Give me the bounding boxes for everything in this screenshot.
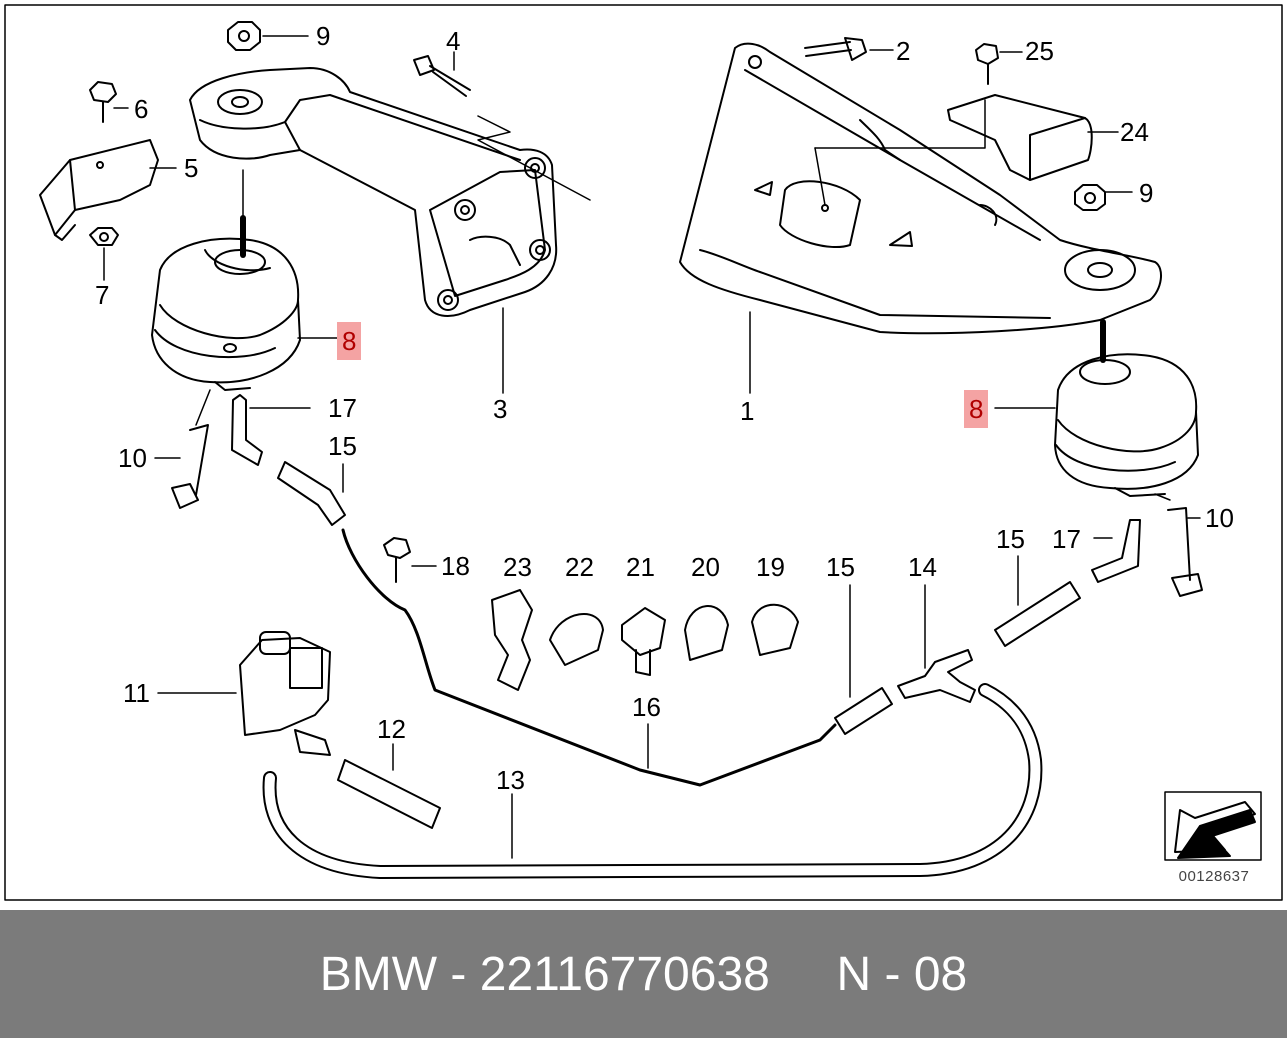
callout-3: 3 (493, 394, 508, 424)
callout-2: 2 (896, 36, 911, 66)
callout-9: 9 (316, 21, 331, 51)
callout-15: 15 (328, 431, 357, 461)
callout-10: 10 (1205, 503, 1234, 533)
callout-6: 6 (134, 94, 149, 124)
callout-17: 17 (1052, 524, 1081, 554)
diagram-id: 00128637 (1178, 868, 1250, 885)
part-8-engine-mount-right (1054, 319, 1199, 497)
leader-lines (103, 35, 1201, 859)
callout-22: 22 (565, 552, 594, 582)
callout-24: 24 (1120, 117, 1149, 147)
part-1-engine-bracket-right (679, 42, 1162, 335)
callout-18: 18 (441, 551, 470, 581)
vacuum-lines (231, 394, 1141, 879)
clip-20 (684, 605, 729, 661)
callout-4: 4 (446, 26, 461, 56)
callout-17: 17 (328, 393, 357, 423)
callout-16: 16 (632, 692, 661, 722)
callout-8-highlighted: 8 (964, 390, 989, 428)
exploded-view-drawing (4, 4, 1283, 901)
part-8-engine-mount-left (151, 215, 301, 391)
callout-21: 21 (626, 552, 655, 582)
clip-23 (491, 589, 533, 691)
part-5-bracket (39, 139, 159, 241)
part-3-engine-bracket-left (189, 67, 558, 317)
callout-9: 9 (1139, 178, 1154, 208)
part-number-text: BMW - 22116770638 N - 08 (319, 947, 968, 1001)
callout-7: 7 (95, 280, 110, 310)
callout-1: 1 (740, 396, 755, 426)
callout-13: 13 (496, 765, 525, 795)
callout-15: 15 (996, 524, 1025, 554)
callout-23: 23 (503, 552, 532, 582)
clips (491, 589, 799, 691)
clip-19 (751, 603, 799, 656)
callout-14: 14 (908, 552, 937, 582)
callout-11: 11 (123, 678, 150, 708)
callout-19: 19 (756, 552, 785, 582)
callout-12: 12 (377, 714, 406, 744)
callout-8-highlighted: 8 (337, 322, 362, 360)
footer-banner: BMW - 22116770638 N - 08 (0, 910, 1287, 1038)
callout-15: 15 (826, 552, 855, 582)
callout-10: 10 (118, 443, 147, 473)
direction-arrow-icon (1164, 791, 1262, 861)
clip-21 (621, 607, 666, 676)
callout-5: 5 (184, 153, 199, 183)
callout-25: 25 (1025, 36, 1054, 66)
fasteners (89, 21, 1203, 597)
clip-22 (549, 613, 604, 666)
callout-20: 20 (691, 552, 720, 582)
diagram-frame (4, 4, 1283, 901)
